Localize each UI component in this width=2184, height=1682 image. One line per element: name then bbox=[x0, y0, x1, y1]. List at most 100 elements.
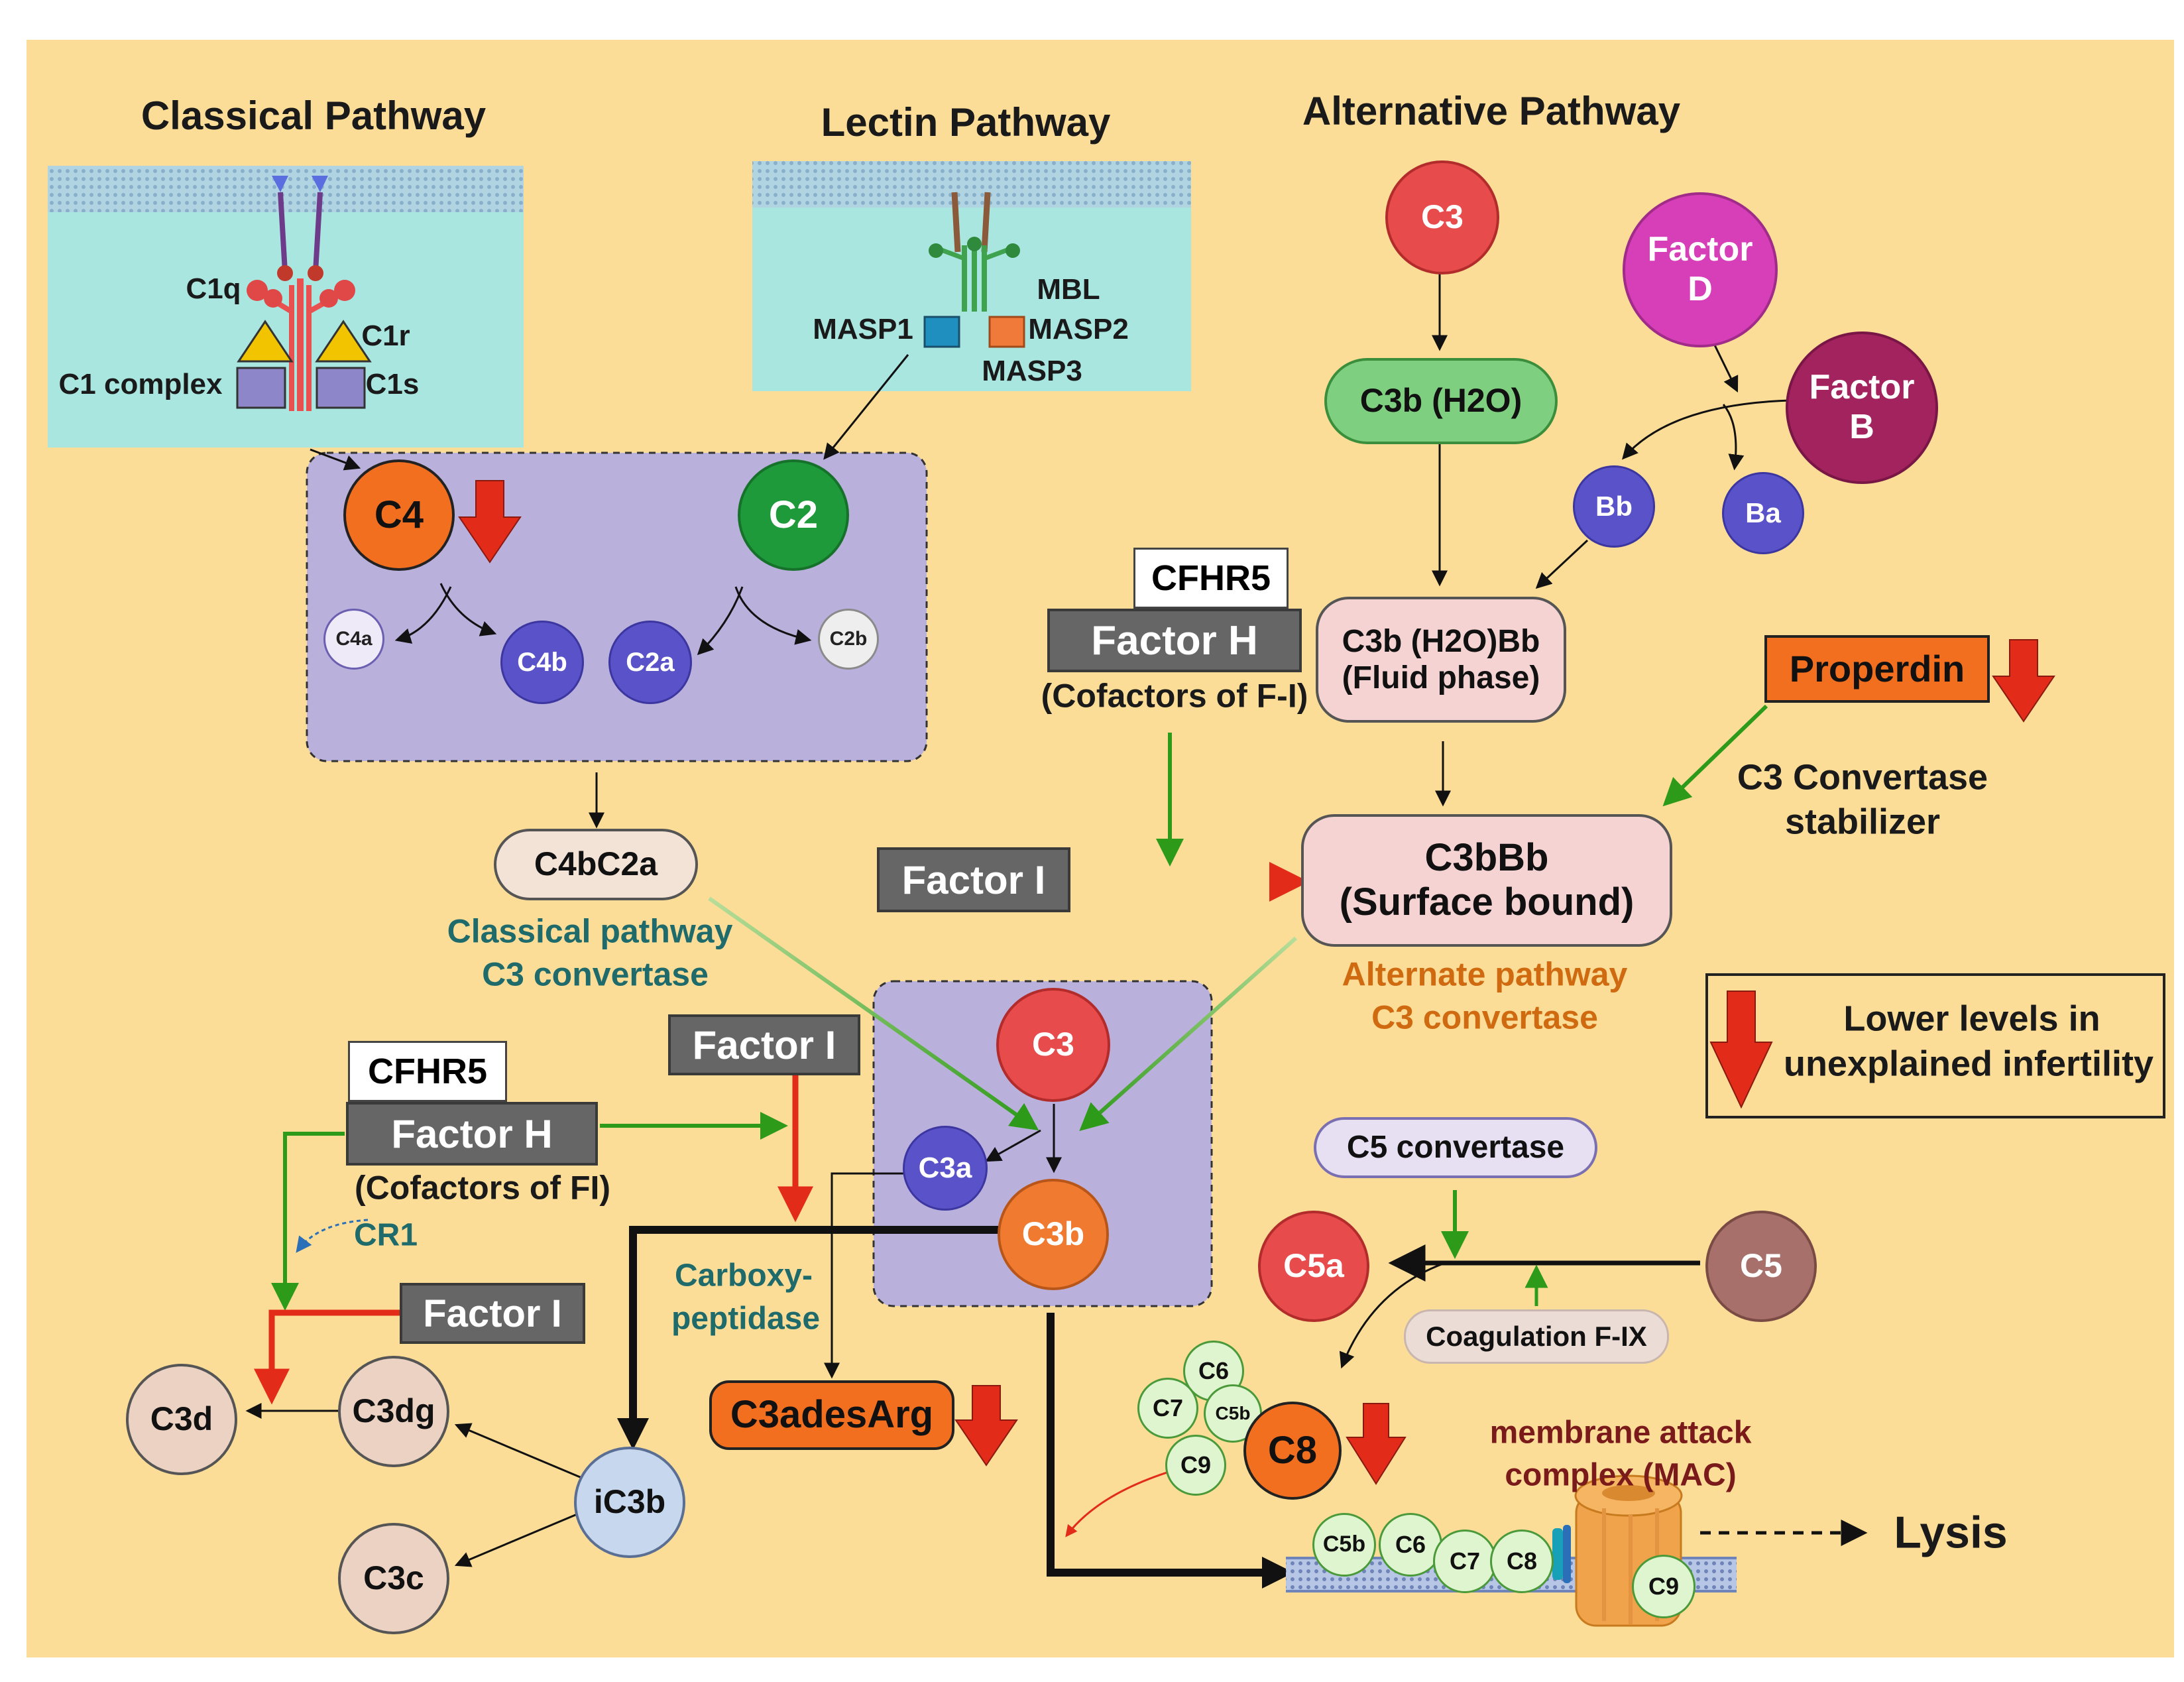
stabilizer-line2: stabilizer bbox=[1784, 802, 1941, 842]
c4-label: C4 bbox=[374, 493, 424, 536]
alt-c3-label: C3 bbox=[1421, 198, 1464, 236]
cluster-c6-label: C6 bbox=[1198, 1357, 1230, 1385]
fluid-phase-line2: (Fluid phase) bbox=[1342, 660, 1540, 695]
mem-c5b-label: C5b bbox=[1322, 1532, 1366, 1557]
alt-conv-line1: Alternate pathway bbox=[1342, 955, 1628, 993]
ba-node: Ba bbox=[1722, 472, 1804, 554]
mem-c6-node: C6 bbox=[1379, 1513, 1442, 1577]
c8-node: C8 bbox=[1243, 1402, 1342, 1500]
c3d-label: C3d bbox=[150, 1400, 213, 1438]
c4-node: C4 bbox=[343, 459, 455, 571]
cluster-c7-label: C7 bbox=[1152, 1394, 1184, 1422]
surface-line2: (Surface bound) bbox=[1339, 880, 1635, 924]
factor-h-label-right: Factor H bbox=[1091, 617, 1258, 664]
ic3b-node: iC3b bbox=[574, 1447, 685, 1558]
coagulation-f-ix-node: Coagulation F-IX bbox=[1404, 1309, 1669, 1364]
cofactors-label-left: (Cofactors of FI) bbox=[354, 1169, 611, 1207]
factor-b-label: Factor B bbox=[1809, 368, 1915, 446]
cofactors-label-right: (Cofactors of F-I) bbox=[1041, 677, 1308, 715]
alternative-pathway-header: Alternative Pathway bbox=[1302, 89, 1681, 133]
cfhr5-box-left: CFHR5 bbox=[348, 1041, 507, 1102]
c1s-label: C1s bbox=[365, 367, 420, 400]
lysis-label: Lysis bbox=[1894, 1507, 2008, 1558]
lectin-membrane bbox=[752, 161, 1191, 208]
factor-i-label-center: Factor I bbox=[692, 1022, 836, 1067]
classical-conv-line1: Classical pathway bbox=[447, 912, 733, 950]
fluid-phase-line1: C3b (H2O)Bb bbox=[1342, 623, 1540, 659]
c3c-node: C3c bbox=[338, 1523, 449, 1634]
legend-line1: Lower levels in bbox=[1843, 998, 2100, 1039]
c5-node: C5 bbox=[1705, 1211, 1817, 1322]
c3c-label: C3c bbox=[363, 1559, 424, 1597]
c3b-h2o-label: C3b (H2O) bbox=[1359, 382, 1523, 420]
cfhr5-box-right: CFHR5 bbox=[1133, 548, 1289, 609]
factor-b-node: Factor B bbox=[1786, 331, 1938, 484]
surface-line1: C3bBb bbox=[1424, 836, 1549, 880]
thick-black-arrows bbox=[617, 1226, 1700, 1589]
classical-pathway-header: Classical Pathway bbox=[141, 93, 487, 138]
c3adesarg-label: C3adesArg bbox=[730, 1393, 934, 1437]
factor-i-box-right: Factor I bbox=[877, 847, 1070, 912]
c2-node: C2 bbox=[738, 459, 849, 571]
mem-c7-node: C7 bbox=[1433, 1530, 1497, 1593]
surface-bound-convertase-node: C3bBb (Surface bound) bbox=[1301, 814, 1672, 947]
classical-membrane bbox=[48, 166, 524, 212]
c5b-to-cluster-arrow bbox=[1339, 1262, 1446, 1369]
c2-label: C2 bbox=[768, 493, 819, 536]
c4a-node: C4a bbox=[323, 609, 384, 670]
cluster-c9-node: C9 bbox=[1165, 1435, 1226, 1496]
mem-c8-label: C8 bbox=[1506, 1547, 1538, 1575]
classical-conv-line2: C3 convertase bbox=[482, 955, 709, 993]
mac-line2: complex (MAC) bbox=[1505, 1457, 1737, 1493]
ic3b-label: iC3b bbox=[593, 1483, 666, 1521]
c4bc2a-node: C4bC2a bbox=[494, 829, 698, 900]
c3a-label: C3a bbox=[918, 1151, 972, 1184]
central-c3-label: C3 bbox=[1032, 1026, 1074, 1063]
ba-label: Ba bbox=[1745, 497, 1781, 528]
mem-c6-label: C6 bbox=[1395, 1531, 1426, 1559]
mac-line1: membrane attack bbox=[1489, 1415, 1752, 1451]
cr1-label: CR1 bbox=[353, 1217, 418, 1253]
mem-c7-label: C7 bbox=[1449, 1547, 1481, 1575]
central-c3b-node: C3b bbox=[998, 1179, 1109, 1290]
factor-i-label-left: Factor I bbox=[423, 1292, 562, 1335]
c4a-label: C4a bbox=[335, 627, 373, 650]
carboxy-line1: Carboxy- bbox=[674, 1258, 813, 1293]
c3dg-node: C3dg bbox=[338, 1356, 449, 1467]
red-arrows bbox=[254, 862, 1309, 1537]
c2a-label: C2a bbox=[626, 648, 675, 677]
c1r-label: C1r bbox=[361, 319, 410, 352]
c5a-node: C5a bbox=[1258, 1211, 1369, 1322]
factor-h-box-left: Factor H bbox=[346, 1102, 598, 1166]
cluster-c5b-label: C5b bbox=[1215, 1402, 1251, 1423]
c3-cleavage-box bbox=[872, 980, 1213, 1307]
central-c3-node: C3 bbox=[996, 988, 1110, 1102]
c2b-label: C2b bbox=[829, 627, 868, 650]
c4b-node: C4b bbox=[500, 621, 584, 704]
factor-i-box-center: Factor I bbox=[668, 1014, 860, 1075]
bb-label: Bb bbox=[1595, 490, 1633, 522]
c4b-label: C4b bbox=[517, 648, 567, 677]
properdin-label: Properdin bbox=[1789, 647, 1965, 690]
c5-convertase-label: C5 convertase bbox=[1346, 1130, 1565, 1166]
cr1-arrow bbox=[296, 1219, 369, 1253]
bb-node: Bb bbox=[1573, 465, 1655, 548]
c4bc2a-label: C4bC2a bbox=[534, 845, 658, 883]
c3dg-label: C3dg bbox=[352, 1392, 435, 1430]
factor-h-box-right: Factor H bbox=[1047, 609, 1302, 672]
legend-line2: unexplained infertility bbox=[1783, 1044, 2154, 1084]
factor-h-label-left: Factor H bbox=[391, 1111, 553, 1156]
properdin-box: Properdin bbox=[1764, 635, 1990, 703]
c3b-h2o-node: C3b (H2O) bbox=[1324, 358, 1558, 444]
c5-label: C5 bbox=[1740, 1247, 1782, 1285]
green-arrows bbox=[271, 704, 1768, 1311]
mem-c8-node: C8 bbox=[1490, 1530, 1554, 1593]
c1q-label: C1q bbox=[186, 272, 241, 305]
fluid-phase-convertase-node: C3b (H2O)Bb (Fluid phase) bbox=[1316, 597, 1566, 723]
cfhr5-label-left: CFHR5 bbox=[367, 1051, 487, 1091]
c3adesarg-node: C3adesArg bbox=[709, 1380, 954, 1450]
masp3-label: MASP3 bbox=[982, 354, 1082, 387]
c2a-node: C2a bbox=[608, 621, 692, 704]
mem-c5b-node: C5b bbox=[1312, 1513, 1376, 1577]
